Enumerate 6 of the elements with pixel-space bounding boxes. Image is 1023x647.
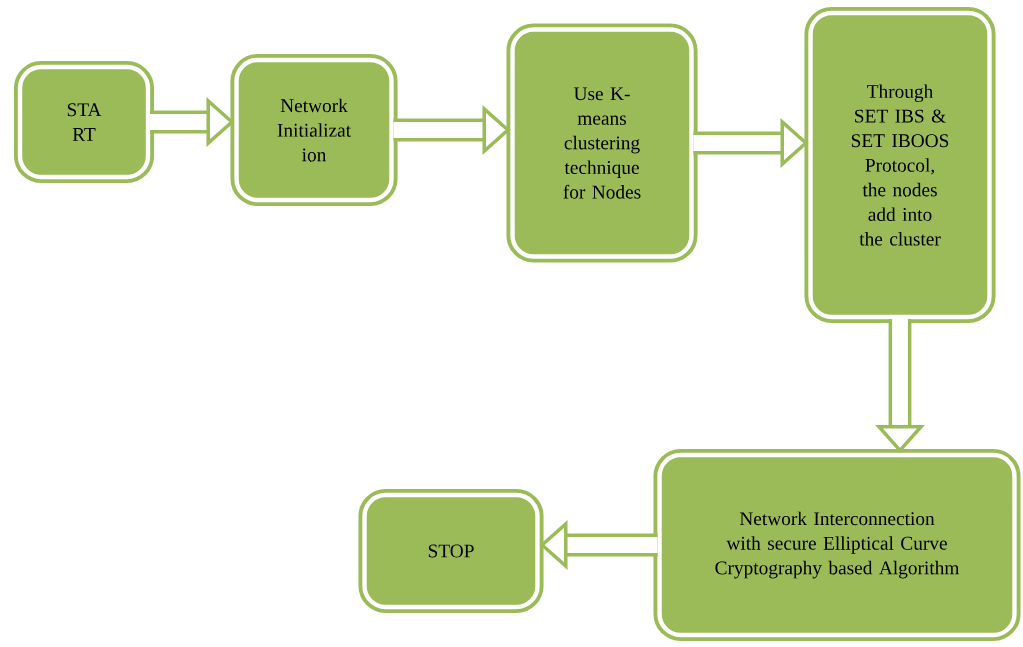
process-box: Network Initializat ion (230, 53, 398, 207)
process-box: STOP (358, 488, 544, 614)
process-box: Through SET IBS & SET IBOOS Protocol, the nodes add into the cluster (804, 6, 996, 324)
process-box: Network Interconnection with secure Elliptical Curve Cryptography based Algorithm (653, 448, 1021, 642)
process-box: STA RT (13, 60, 155, 184)
process-box: Use K- means clustering technique for Nodes (506, 23, 698, 263)
